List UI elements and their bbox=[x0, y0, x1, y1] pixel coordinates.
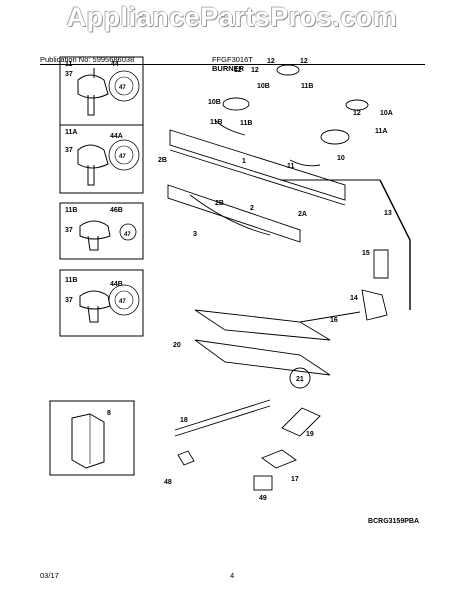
callout: 12 bbox=[267, 58, 275, 65]
inset-label: 44A bbox=[110, 133, 123, 140]
footer-page: 4 bbox=[230, 571, 235, 580]
callout: 21 bbox=[296, 376, 304, 383]
inset-label: 47 bbox=[124, 232, 131, 238]
callout: 10 bbox=[337, 155, 345, 162]
inset-igniter-8 bbox=[49, 400, 135, 476]
callout: 2B bbox=[215, 200, 224, 207]
callout: 11B bbox=[240, 120, 252, 127]
inset-burner-11B-a bbox=[59, 202, 144, 260]
callout: 10A bbox=[380, 110, 393, 117]
callout: 13 bbox=[384, 210, 392, 217]
section-title: BURNER bbox=[212, 64, 245, 73]
callout: 17 bbox=[291, 476, 299, 483]
publication-number: Publication No: 5995686038 bbox=[40, 55, 135, 64]
callout: 19 bbox=[306, 431, 314, 438]
callout: 11 bbox=[287, 163, 295, 170]
inset-burner-11B-b bbox=[59, 269, 144, 337]
inset-label: 44B bbox=[110, 281, 123, 288]
callout: 16 bbox=[330, 317, 338, 324]
inset-label: 47 bbox=[119, 299, 126, 305]
callout: 11A bbox=[375, 128, 387, 135]
inset-burner-11 bbox=[59, 56, 144, 126]
callout: 10B bbox=[257, 83, 270, 90]
callout: 12 bbox=[234, 67, 242, 74]
inset-label: 37 bbox=[65, 227, 73, 234]
inset-label: 37 bbox=[65, 147, 73, 154]
callout: 2A bbox=[298, 211, 307, 218]
burner-assembly-drawing bbox=[167, 64, 411, 491]
callout: 14 bbox=[350, 295, 358, 302]
callout: 11B bbox=[301, 83, 313, 90]
callout: 2 bbox=[250, 205, 254, 212]
model-number: FFGF3016T bbox=[212, 55, 253, 64]
callout: 12 bbox=[251, 67, 259, 74]
callout: 3 bbox=[193, 231, 197, 238]
callout: 2B bbox=[158, 157, 167, 164]
inset-label: 11B bbox=[65, 207, 77, 214]
callout: 49 bbox=[259, 495, 267, 502]
inset-label: 47 bbox=[119, 85, 126, 91]
inset-label: 37 bbox=[65, 71, 73, 78]
inset-label: 46B bbox=[110, 207, 123, 214]
inset-burner-11A bbox=[59, 124, 144, 194]
inset-label: 11B bbox=[65, 277, 77, 284]
callout: 11B bbox=[210, 119, 222, 126]
inset-label: 47 bbox=[119, 154, 126, 160]
header-divider bbox=[40, 64, 425, 65]
callout: 18 bbox=[180, 417, 188, 424]
callout: 15 bbox=[362, 250, 370, 257]
diagram-code: BCRG3159PBA bbox=[368, 518, 419, 525]
inset-label: 11 bbox=[65, 61, 73, 68]
callout: 10B bbox=[208, 99, 221, 106]
callout: 20 bbox=[173, 342, 181, 349]
callout: 12 bbox=[300, 58, 308, 65]
callout: 12 bbox=[353, 110, 361, 117]
callout: 48 bbox=[164, 479, 172, 486]
inset-label: 44 bbox=[111, 61, 119, 68]
footer-date: 03/17 bbox=[40, 571, 59, 580]
inset-label: 37 bbox=[65, 297, 73, 304]
inset-label: 8 bbox=[107, 410, 111, 417]
inset-label: 11A bbox=[65, 129, 77, 136]
callout: 1 bbox=[242, 158, 246, 165]
watermark: AppliancePartsPros.com bbox=[66, 2, 398, 32]
